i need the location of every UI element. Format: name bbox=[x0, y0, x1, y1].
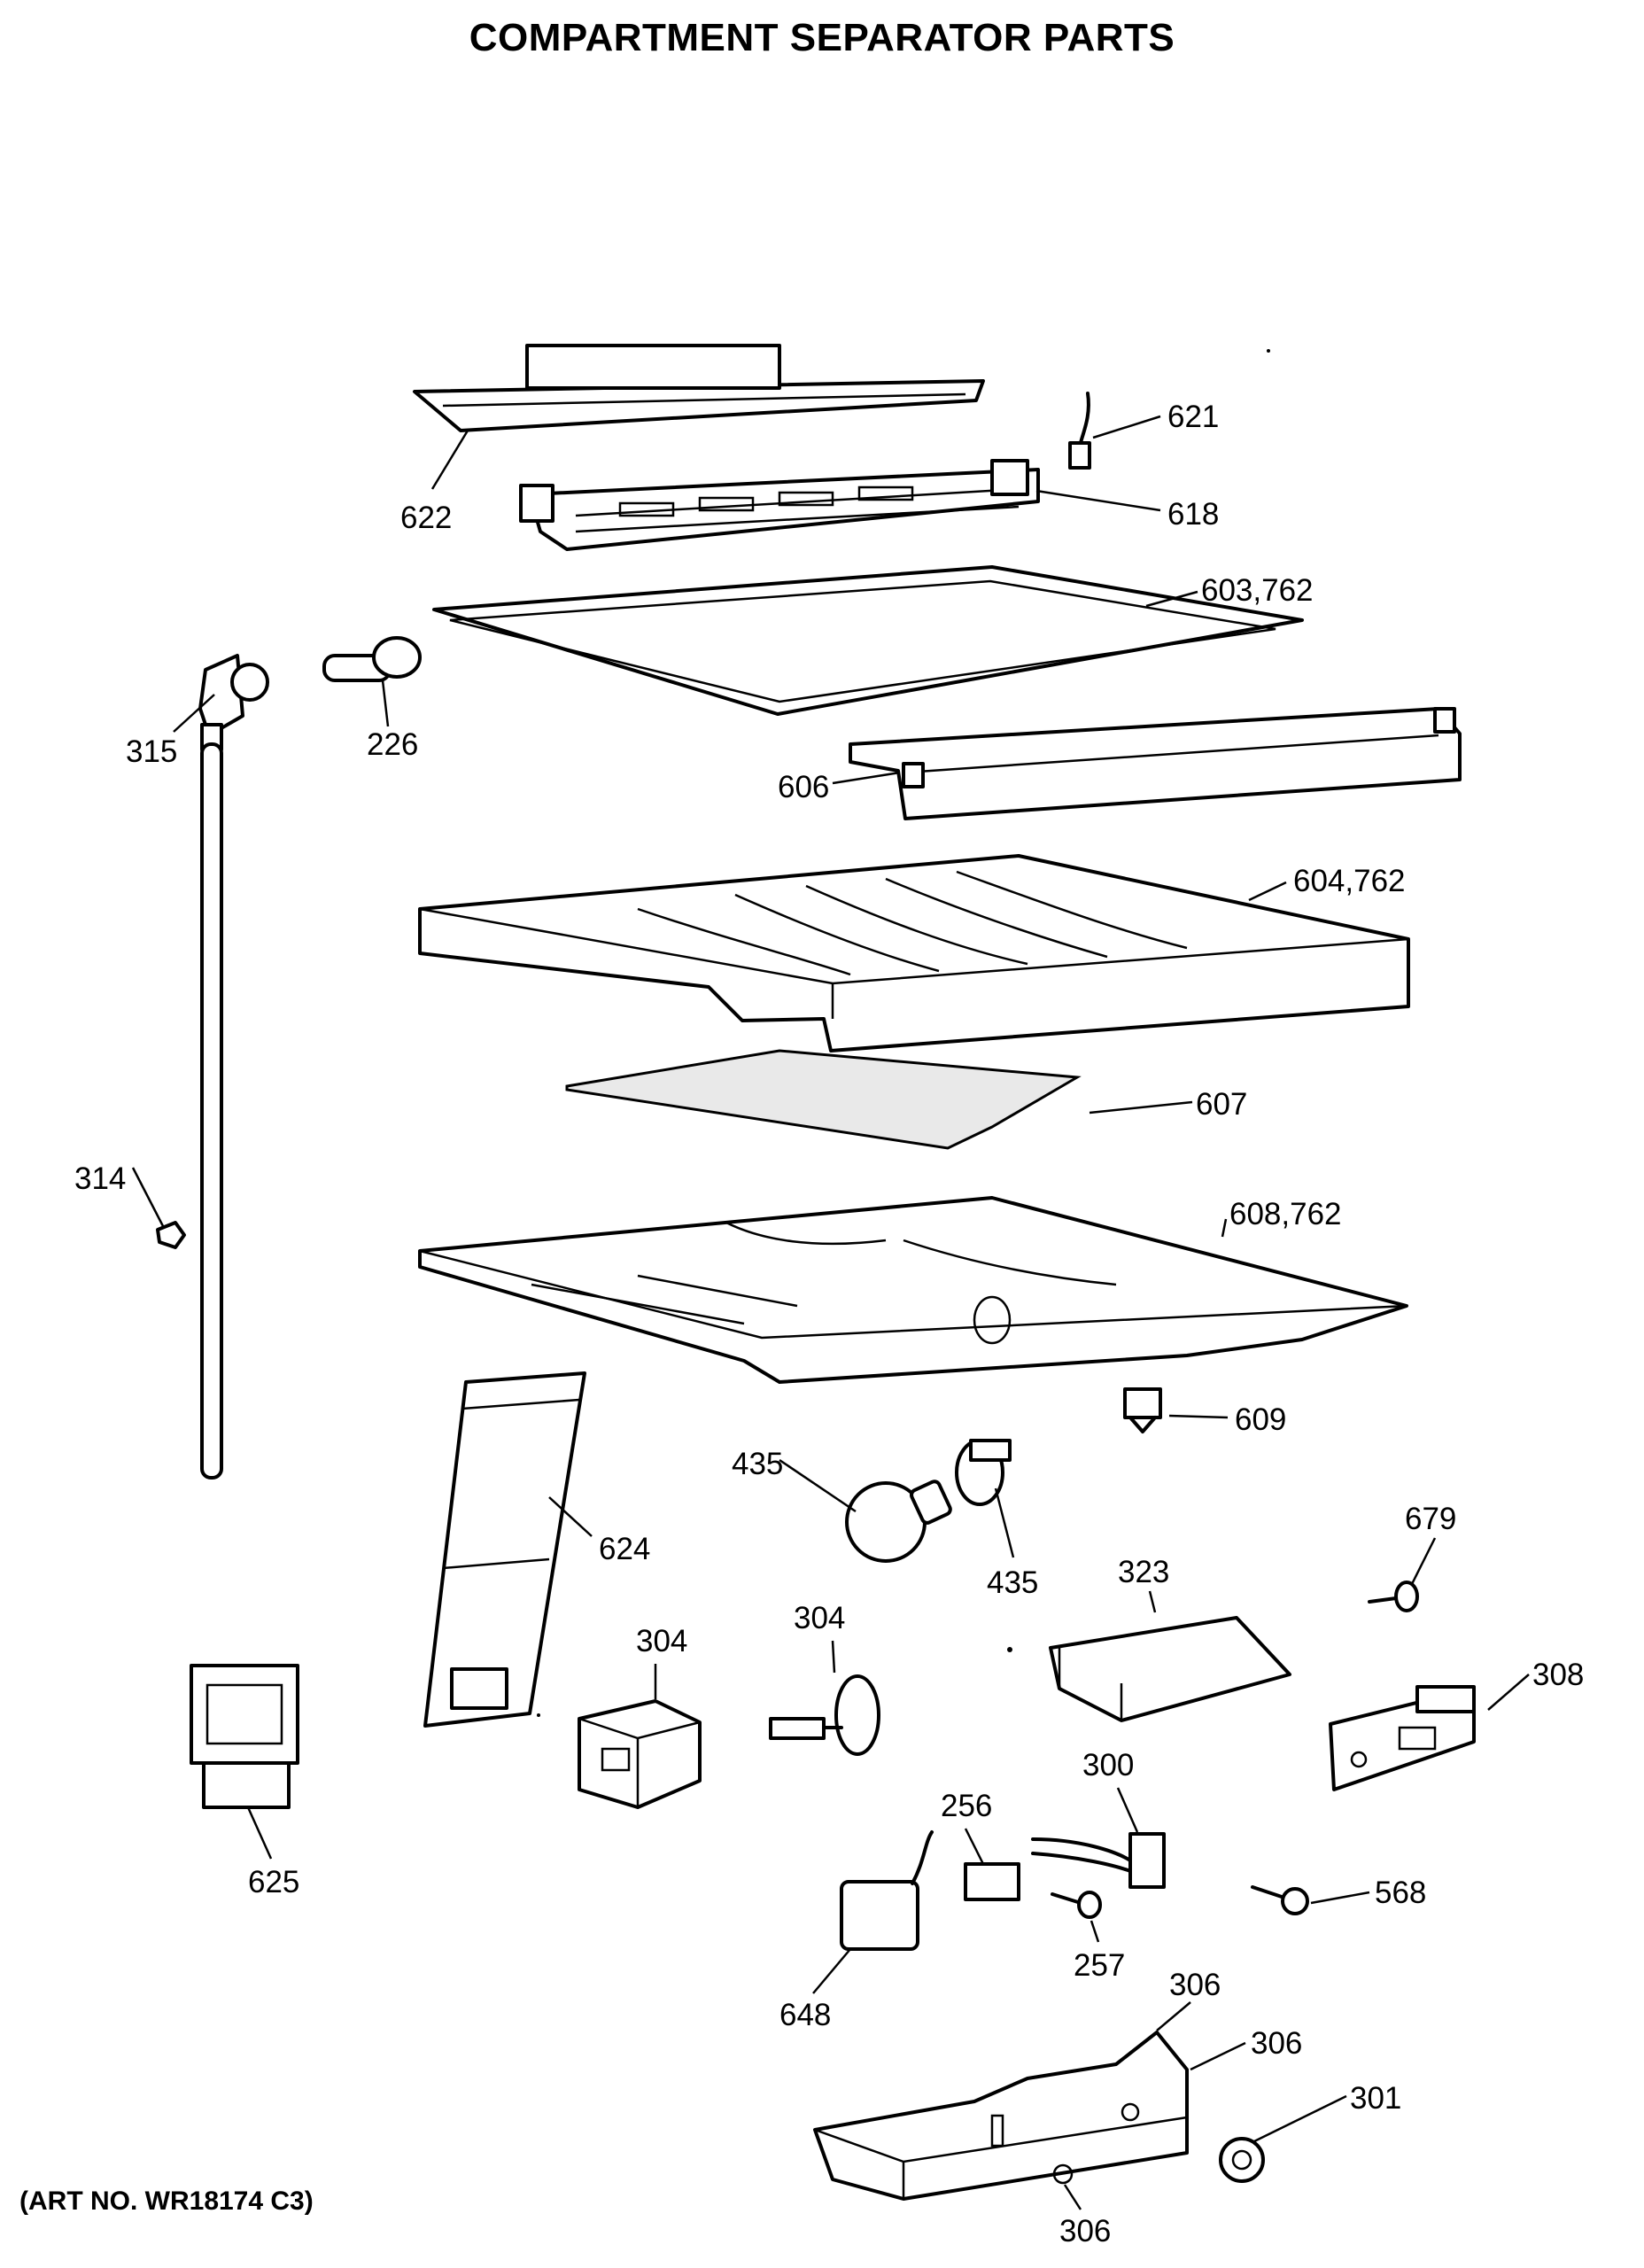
part-607-heater bbox=[565, 1049, 1082, 1150]
part-625-switch bbox=[190, 1664, 299, 1809]
label-257: 257 bbox=[1074, 1948, 1125, 1983]
label-435-socket: 435 bbox=[987, 1565, 1038, 1600]
label-306-bottom: 306 bbox=[1059, 2214, 1111, 2249]
label-304-knob: 304 bbox=[794, 1601, 845, 1635]
part-622-cover bbox=[413, 344, 985, 432]
label-606: 606 bbox=[778, 770, 829, 804]
part-435-socket bbox=[955, 1439, 1012, 1506]
label-625: 625 bbox=[248, 1865, 299, 1899]
part-609-clip bbox=[1123, 1387, 1162, 1433]
label-435-bulb: 435 bbox=[732, 1447, 783, 1481]
label-624: 624 bbox=[599, 1532, 650, 1566]
part-rod bbox=[156, 742, 223, 1480]
part-300-switch bbox=[1031, 1832, 1166, 1889]
label-618: 618 bbox=[1167, 497, 1219, 532]
label-608-762: 608,762 bbox=[1229, 1197, 1342, 1231]
part-606-tray bbox=[849, 707, 1462, 820]
leader-lines bbox=[131, 415, 1530, 2210]
part-648-relay bbox=[840, 1830, 934, 1951]
label-621: 621 bbox=[1167, 400, 1219, 434]
part-315-hinge bbox=[198, 654, 269, 751]
part-labels: 621 622 618 603,762 315 226 606 604,762 … bbox=[74, 400, 1584, 2249]
label-315: 315 bbox=[126, 734, 177, 769]
part-301-knob bbox=[1219, 2137, 1265, 2183]
part-256-switch bbox=[964, 1862, 1020, 1901]
part-568-screw bbox=[1251, 1885, 1309, 1915]
part-608-separator bbox=[418, 1196, 1408, 1384]
part-304-knob bbox=[769, 1674, 880, 1756]
label-306-top: 306 bbox=[1169, 1968, 1221, 2002]
part-604-separator bbox=[418, 854, 1410, 1052]
part-435-bulb bbox=[845, 1480, 952, 1563]
part-226-socket bbox=[322, 636, 422, 682]
part-624-panel bbox=[423, 1371, 586, 1728]
label-603-762: 603,762 bbox=[1201, 573, 1314, 608]
label-306-mid: 306 bbox=[1251, 2026, 1302, 2061]
part-618-housing bbox=[519, 459, 1040, 551]
label-622: 622 bbox=[400, 501, 452, 535]
label-301: 301 bbox=[1350, 2081, 1401, 2116]
label-226: 226 bbox=[367, 727, 418, 762]
part-257-screw bbox=[1051, 1891, 1102, 1919]
part-304-housing bbox=[578, 1699, 702, 1809]
label-304-housing: 304 bbox=[636, 1624, 687, 1658]
label-300: 300 bbox=[1082, 1748, 1134, 1783]
art-number: (ART NO. WR18174 C3) bbox=[19, 2186, 314, 2216]
part-308-plate bbox=[1329, 1685, 1476, 1791]
label-648: 648 bbox=[779, 1998, 831, 2032]
label-568: 568 bbox=[1375, 1876, 1426, 1910]
part-621-wire bbox=[1068, 392, 1091, 470]
label-604-762: 604,762 bbox=[1293, 864, 1406, 898]
label-314: 314 bbox=[74, 1161, 126, 1196]
stray-dots bbox=[537, 349, 1270, 1717]
part-603-shelf bbox=[432, 565, 1304, 716]
label-323: 323 bbox=[1118, 1555, 1169, 1589]
diagram-title: COMPARTMENT SEPARATOR PARTS bbox=[469, 16, 1175, 59]
label-609: 609 bbox=[1235, 1402, 1286, 1437]
part-679-screw bbox=[1368, 1581, 1419, 1612]
label-607: 607 bbox=[1196, 1087, 1247, 1122]
label-256: 256 bbox=[941, 1789, 992, 1823]
part-306-bracket bbox=[813, 2031, 1189, 2201]
part-323-bracket bbox=[1049, 1616, 1291, 1722]
label-679: 679 bbox=[1405, 1502, 1456, 1536]
label-308: 308 bbox=[1532, 1658, 1584, 1692]
